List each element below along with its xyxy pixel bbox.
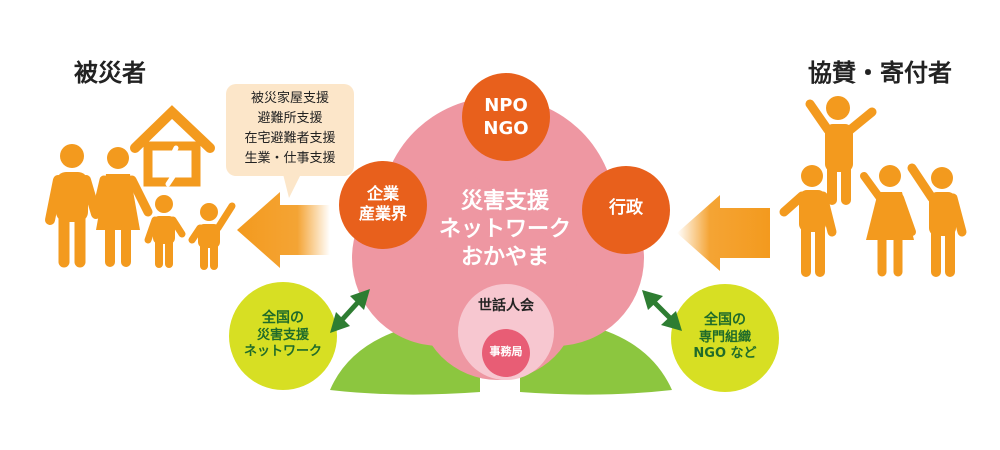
- steering-committee-label: 世話人会: [478, 298, 534, 314]
- partner-right-line-3: NGO など: [693, 345, 757, 361]
- arrow-from-supporters: [677, 195, 770, 271]
- business-circle: [339, 161, 427, 249]
- national-specialist-ngo-label: 全国の 専門組織 NGO など: [675, 312, 775, 362]
- partner-right-line-1: 全国の: [704, 312, 746, 328]
- partner-left-line-2: 災害支援: [256, 327, 309, 343]
- government-circle: [582, 166, 670, 254]
- national-disaster-network-label: 全国の 災害支援 ネットワーク: [233, 310, 333, 360]
- left-double-arrow: [330, 289, 370, 333]
- supporters-figures: [779, 96, 967, 277]
- national-specialist-ngo-circle: [671, 284, 779, 392]
- victims-figures: [45, 105, 236, 270]
- secretariat-label: 事務局: [489, 345, 523, 358]
- title-line-2: ネットワーク: [438, 217, 571, 242]
- right-double-arrow: [642, 290, 682, 331]
- government-label: 行政: [609, 198, 643, 218]
- supporters-heading: 協賛・寄付者: [808, 59, 952, 87]
- partner-left-line-3: ネットワーク: [243, 343, 322, 359]
- national-disaster-network-circle: [229, 282, 337, 390]
- npo-label: NPO: [484, 95, 528, 116]
- npo-ngo-circle: [462, 73, 550, 161]
- network-flower: [352, 97, 644, 380]
- business-line-2: 産業界: [358, 204, 407, 223]
- support-item: 在宅避難者支援: [244, 131, 336, 146]
- support-bubble: [226, 84, 354, 198]
- support-bubble-text: 被災家屋支援 避難所支援 在宅避難者支援 生業・仕事支援: [231, 89, 349, 169]
- business-line-1: 企業: [366, 184, 399, 203]
- secretariat-circle: [482, 329, 530, 377]
- network-title: 災害支援 ネットワーク おかやま: [420, 188, 590, 272]
- ngo-label: NGO: [483, 117, 529, 139]
- npo-ngo-label: NPO NGO: [466, 95, 546, 140]
- title-line-1: 災害支援: [460, 189, 549, 214]
- house-icon: [130, 105, 215, 187]
- support-item: 避難所支援: [257, 111, 323, 126]
- partner-right-line-2: 専門組織: [698, 329, 751, 345]
- partner-left-line-1: 全国の: [262, 310, 304, 326]
- support-item: 生業・仕事支援: [244, 151, 336, 166]
- support-item: 被災家屋支援: [250, 91, 329, 106]
- title-line-3: おかやま: [460, 245, 549, 270]
- business-label: 企業 産業界: [343, 184, 423, 224]
- victims-heading: 被災者: [74, 59, 146, 87]
- arrow-to-victims: [237, 192, 330, 268]
